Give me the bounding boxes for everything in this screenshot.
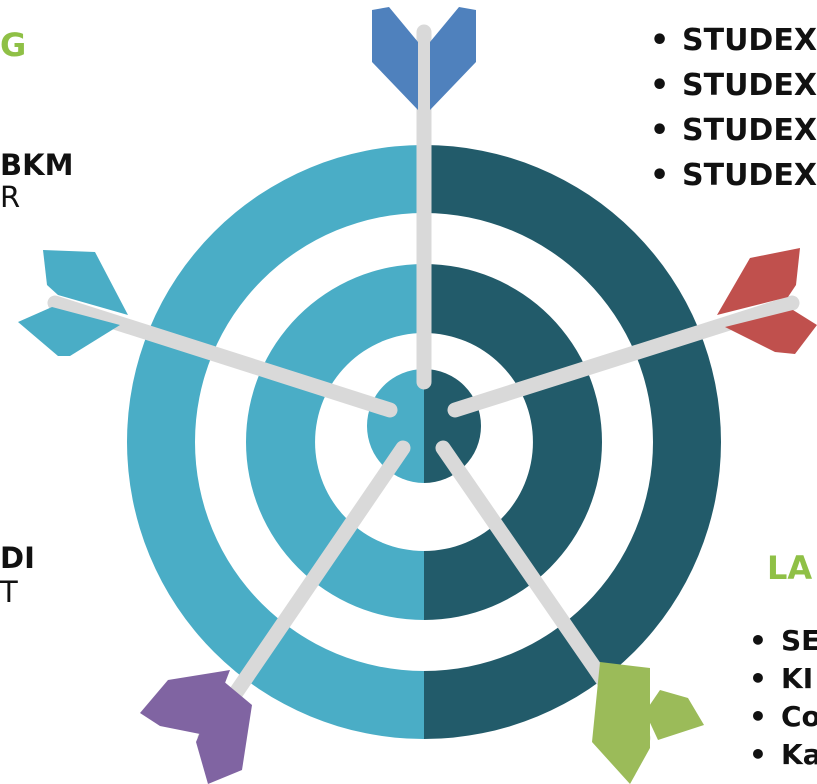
left-text-line-1: BKM [0,148,74,182]
arrow-right-fletching-bottom [725,310,817,354]
middle-ring-right [424,264,602,620]
bullseye-left [367,369,424,483]
arrow-top-fletching-left [372,7,418,110]
arrow-right-fletching-top [717,248,800,315]
list-item: STUDEX [646,18,817,63]
list-item: STUDEX [646,63,817,108]
outer-ring-left [127,145,424,739]
list-item: STUDEX [646,108,817,153]
list-item: Ka [745,736,817,774]
arrow-left-shaft [47,295,398,418]
target-icon [127,145,721,739]
arrow-bottom-left-shaft [197,440,411,746]
left-text-line-3: DI [0,541,35,575]
bottom-right-list: SE KI Co Ka [745,622,817,774]
arrow-top-fletching-right [430,7,476,110]
arrow-bottom-right-fletching-left [592,662,650,784]
list-item: KI [745,660,817,698]
left-heading-fragment: G [0,26,27,64]
arrow-top [372,7,476,110]
middle-ring-left [246,264,424,620]
left-text-line-4: T [0,575,18,609]
arrow-left-fletching-bottom [18,307,120,356]
arrow-left [18,250,128,356]
bottom-right-heading: LA [767,549,813,587]
arrow-right [717,248,817,354]
arrow-bottom-right [592,662,704,784]
list-item: Co [745,698,817,736]
left-text-line-2: R [0,180,21,214]
arrow-bottom-left-fletching-right [196,680,252,784]
top-right-list: STUDEX STUDEX STUDEX STUDEX [646,18,817,198]
list-item: SE [745,622,817,660]
arrow-bottom-left [140,670,252,784]
list-item: STUDEX [646,153,817,198]
arrow-right-shaft [447,295,800,418]
outer-ring-right [424,145,721,739]
arrow-left-fletching-top [43,250,128,315]
bullseye-right [424,369,481,483]
arrow-bottom-right-fletching-right [645,690,704,740]
